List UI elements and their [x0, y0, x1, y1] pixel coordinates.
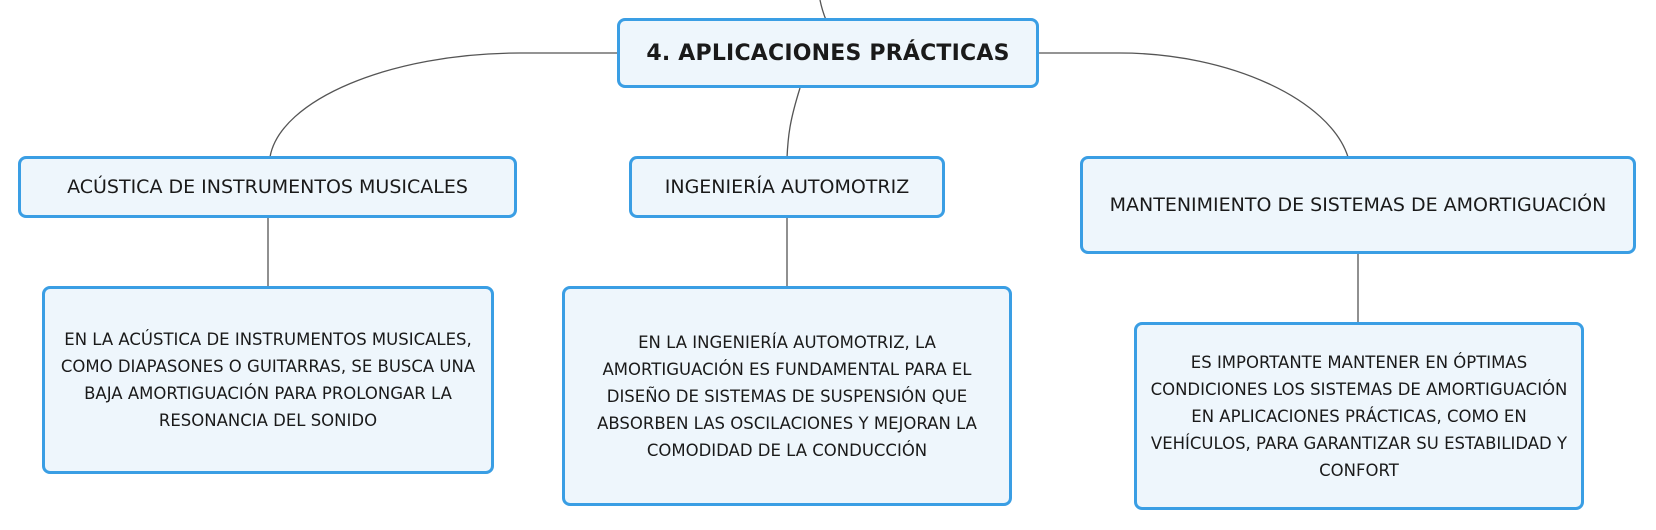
- detail-line: VEHÍCULOS, PARA GARANTIZAR SU ESTABILIDA…: [1150, 433, 1568, 453]
- topic-node-acustica[interactable]: ACÚSTICA DE INSTRUMENTOS MUSICALES: [18, 156, 517, 218]
- topic-node-mantenimiento[interactable]: MANTENIMIENTO DE SISTEMAS DE AMORTIGUACI…: [1080, 156, 1636, 254]
- detail-line: COMO DIAPASONES O GUITARRAS, SE BUSCA UN…: [60, 357, 476, 376]
- topic-node-automotriz[interactable]: INGENIERÍA AUTOMOTRIZ: [629, 156, 945, 218]
- detail-line: EN LA INGENIERÍA AUTOMOTRIZ, LA: [638, 332, 936, 352]
- detail-line: DISEÑO DE SISTEMAS DE SUSPENSIÓN QUE: [606, 386, 968, 406]
- root-node-label: 4. APLICACIONES PRÁCTICAS: [646, 40, 1010, 66]
- detail-node-acustica[interactable]: EN LA ACÚSTICA DE INSTRUMENTOS MUSICALES…: [42, 286, 494, 474]
- detail-node-mantenimiento[interactable]: ES IMPORTANTE MANTENER EN ÓPTIMAS CONDIC…: [1134, 322, 1584, 510]
- detail-line: RESONANCIA DEL SONIDO: [158, 411, 378, 430]
- connector-root-to-automotriz: [786, 87, 801, 159]
- detail-line: AMORTIGUACIÓN ES FUNDAMENTAL PARA EL: [602, 359, 972, 379]
- detail-line: BAJA AMORTIGUACIÓN PARA PROLONGAR LA: [84, 384, 452, 403]
- detail-line: EN APLICACIONES PRÁCTICAS, COMO EN: [1191, 406, 1527, 426]
- topic-node-automotriz-label: INGENIERÍA AUTOMOTRIZ: [664, 176, 910, 198]
- detail-line: CONDICIONES LOS SISTEMAS DE AMORTIGUACIÓ…: [1150, 379, 1568, 399]
- topic-node-acustica-label: ACÚSTICA DE INSTRUMENTOS MUSICALES: [67, 176, 468, 198]
- detail-line: EN LA ACÚSTICA DE INSTRUMENTOS MUSICALES…: [64, 330, 472, 349]
- connector-root-to-acustica: [269, 52, 618, 158]
- connector-root-to-mantenimiento: [1039, 52, 1349, 158]
- connector-from-parent: [819, 0, 827, 21]
- detail-line: COMODIDAD DE LA CONDUCCIÓN: [646, 440, 928, 460]
- detail-node-mantenimiento-text: ES IMPORTANTE MANTENER EN ÓPTIMAS CONDIC…: [1151, 349, 1568, 484]
- detail-node-automotriz[interactable]: EN LA INGENIERÍA AUTOMOTRIZ, LA AMORTIGU…: [562, 286, 1012, 506]
- detail-line: CONFORT: [1319, 460, 1399, 480]
- detail-line: ES IMPORTANTE MANTENER EN ÓPTIMAS: [1190, 352, 1528, 372]
- root-node[interactable]: 4. APLICACIONES PRÁCTICAS: [617, 18, 1039, 88]
- detail-node-automotriz-text: EN LA INGENIERÍA AUTOMOTRIZ, LA AMORTIGU…: [597, 329, 977, 464]
- detail-line: ABSORBEN LAS OSCILACIONES Y MEJORAN LA: [597, 413, 977, 433]
- detail-node-acustica-text: EN LA ACÚSTICA DE INSTRUMENTOS MUSICALES…: [61, 326, 475, 434]
- topic-node-mantenimiento-label: MANTENIMIENTO DE SISTEMAS DE AMORTIGUACI…: [1109, 194, 1607, 216]
